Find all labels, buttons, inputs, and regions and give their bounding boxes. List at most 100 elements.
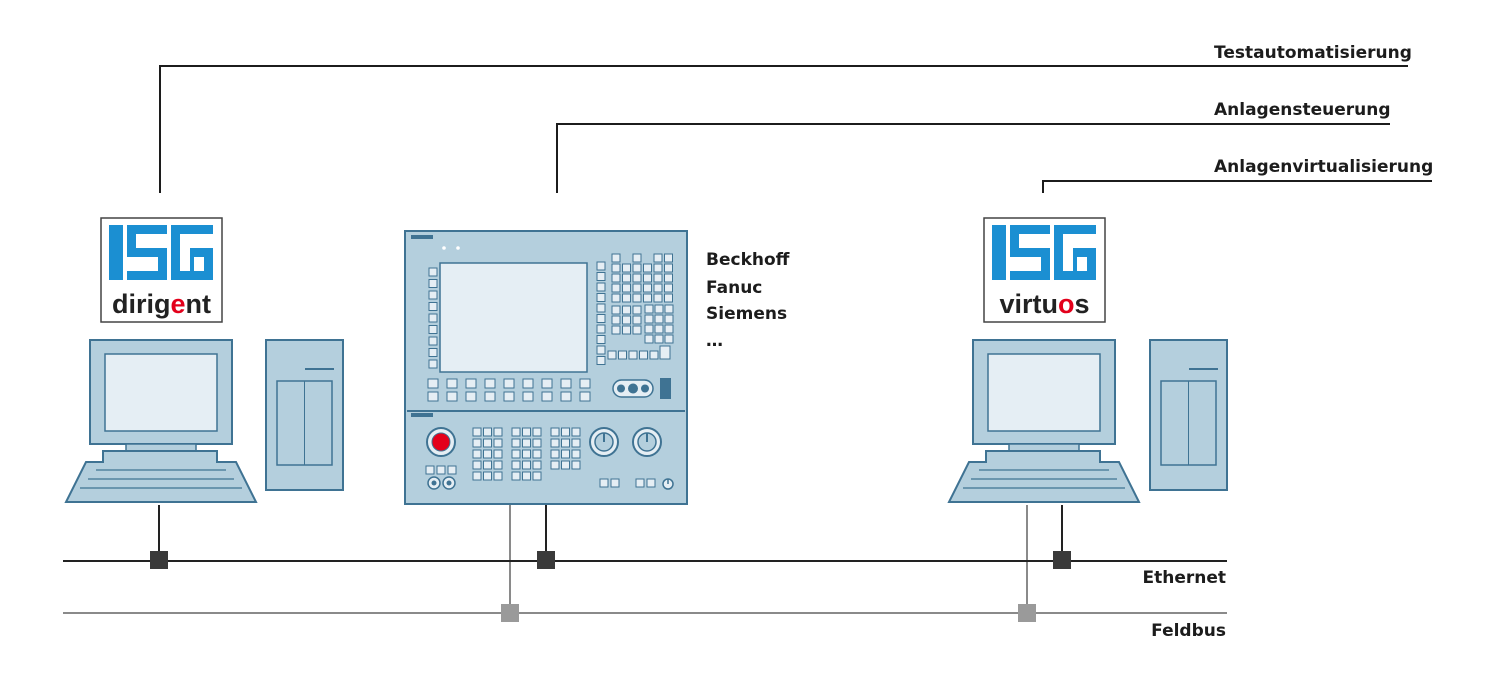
tower-icon: [265, 339, 344, 491]
keyboard-icon: [64, 450, 258, 503]
panel-key: [646, 478, 656, 488]
logo-word-virtuos: virtuos: [999, 289, 1089, 319]
panel-key: [428, 290, 438, 300]
panel-key: [664, 273, 673, 283]
panel-key: [611, 283, 621, 293]
panel-key: [483, 460, 492, 470]
panel-key: [654, 314, 664, 324]
logo-word-dirigent: dirigent: [112, 289, 211, 319]
brand-beckhoff: Beckhoff: [706, 250, 790, 270]
panel-key: [561, 427, 570, 437]
panel-key: [532, 438, 542, 448]
panel-key: [622, 263, 631, 273]
panel-key: [541, 378, 553, 389]
panel-key: [653, 253, 663, 263]
panel-key: [611, 315, 621, 325]
panel-key: [493, 438, 503, 448]
panel-key: [493, 471, 503, 481]
panel-key: [571, 449, 581, 459]
panel-key: [550, 438, 560, 448]
panel-key: [596, 282, 606, 292]
panel-key: [522, 460, 531, 470]
panel-key: [611, 263, 621, 273]
panel-key: [610, 478, 620, 488]
label-anlagenvirtualisierung: Anlagenvirtualisierung: [1214, 157, 1433, 177]
feldbus-nodes: [501, 604, 1036, 622]
panel-key: [427, 378, 439, 389]
logo-isg-dirigent: dirigent: [100, 217, 223, 323]
panel-key: [635, 478, 645, 488]
panel-key: [472, 460, 482, 470]
panel-key: [532, 471, 542, 481]
network-drops: [158, 505, 1063, 605]
panel-key: [483, 427, 492, 437]
panel-key: [643, 263, 652, 273]
label-feldbus: Feldbus: [1151, 621, 1226, 641]
panel-key: [596, 356, 606, 365]
panel-key: [550, 449, 560, 459]
panel-key: [622, 315, 631, 325]
panel-key: [611, 273, 621, 283]
panel-key: [561, 460, 570, 470]
panel-key: [522, 438, 531, 448]
panel-key: [596, 303, 606, 313]
panel-key: [484, 391, 496, 402]
panel-key: [511, 438, 521, 448]
panel-key: [639, 350, 648, 360]
handwheel-buttons: [427, 476, 456, 490]
panel-key: [611, 293, 621, 303]
panel-key: [622, 283, 631, 293]
panel-key: [664, 283, 673, 293]
ethernet-node: [150, 551, 168, 569]
panel-key: [472, 449, 482, 459]
panel-key: [571, 460, 581, 470]
panel-key: [654, 334, 664, 344]
label-ethernet: Ethernet: [1142, 568, 1226, 588]
panel-key: [664, 304, 674, 314]
panel-key: [607, 350, 617, 360]
panel-key: [560, 391, 572, 402]
panel-key: [511, 460, 521, 470]
isg-letters: [109, 225, 213, 280]
panel-key: [532, 427, 542, 437]
panel-key: [643, 293, 652, 303]
panel-key: [532, 460, 542, 470]
panel-key: [428, 348, 438, 357]
panel-key: [428, 325, 438, 334]
pc-virtuos: [947, 339, 1228, 503]
panel-key: [571, 427, 581, 437]
panel-key: [643, 273, 652, 283]
panel-key: [622, 325, 631, 335]
panel-key: [472, 438, 482, 448]
panel-key: [446, 378, 458, 389]
ethernet-node: [537, 551, 555, 569]
panel-key: [522, 449, 531, 459]
pc-dirigent: [64, 339, 344, 503]
panel-key: [532, 449, 542, 459]
ethernet-node: [1053, 551, 1071, 569]
panel-key: [596, 261, 606, 271]
panel-key: [644, 304, 654, 314]
controller-brand-list: Beckhoff Fanuc Siemens …: [706, 250, 790, 351]
keyboard-icon: [947, 450, 1141, 503]
spindle-override-knob: [632, 427, 662, 457]
panel-key: [428, 267, 438, 277]
panel-key: [659, 345, 671, 360]
panel-key: [541, 391, 553, 402]
panel-key: [493, 449, 503, 459]
panel-key: [632, 293, 642, 303]
panel-key: [664, 263, 673, 273]
panel-key: [596, 345, 606, 355]
panel-key: [653, 263, 663, 273]
panel-key: [653, 273, 663, 283]
connector-anlagensteuerung: [556, 123, 1390, 193]
panel-key: [664, 293, 673, 303]
panel-key: [611, 325, 621, 335]
panel-key: [465, 378, 477, 389]
panel-key: [511, 471, 521, 481]
panel-key: [618, 350, 627, 360]
panel-key: [664, 253, 673, 263]
panel-key: [503, 378, 515, 389]
panel-key: [579, 378, 591, 389]
feed-override-knob: [589, 427, 619, 457]
